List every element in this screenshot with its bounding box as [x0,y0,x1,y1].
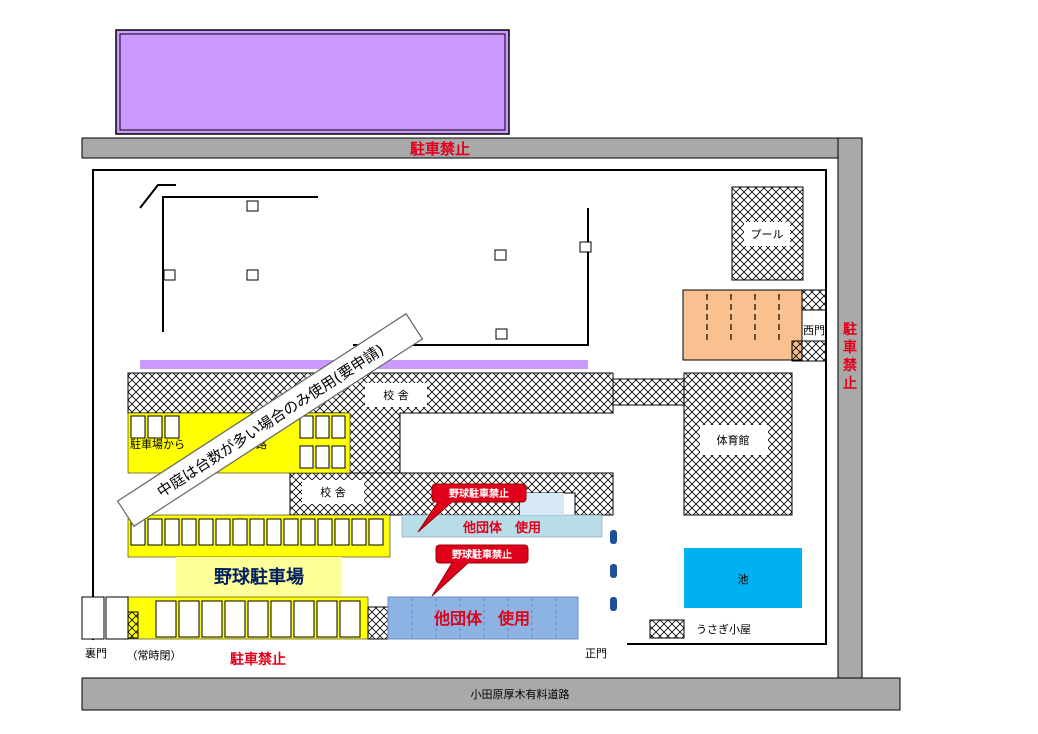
courtyard-stalls [130,415,346,469]
parking-stall [317,518,333,546]
no-parking-right-label: 駐 車 禁 止 [843,321,857,392]
parking-stall [164,415,180,439]
path-note-tail: 路 [256,438,267,451]
parking-stall [147,518,163,546]
other-group-label-2: 他団体 使用 [433,609,530,628]
callout-text-1: 野球駐車禁止 [449,487,509,500]
parking-stall [299,445,314,469]
parking-stall [299,415,314,439]
path-note-label: 駐車場から [130,437,185,451]
pool-label: プール [751,228,784,241]
parking-stall [147,415,163,439]
baseball-parking-box [176,557,342,597]
parking-stall [232,518,248,546]
rabbit-hut-label: うさぎ小屋 [696,622,751,636]
purple-area-top-inner [119,33,506,131]
other-group-zone-2 [387,596,579,640]
parking-stall [266,518,282,546]
callout-no-baseball-2: 野球駐車禁止 [431,544,529,597]
hatched-gate-post [367,606,389,640]
parking-stall [300,518,316,546]
pond-label: 池 [738,573,749,586]
parking-stall [224,600,246,638]
callout-text-2: 野球駐車禁止 [452,548,512,561]
parking-stall [155,600,177,638]
parking-stall [181,518,197,546]
orange-parking [682,289,803,361]
parking-stall [178,600,200,638]
parking-stall [283,518,299,546]
other-group-label-1: 他団体 使用 [462,520,541,536]
parking-stall [331,445,346,469]
purple-area-top [115,29,510,135]
bottom-road [81,677,901,711]
parking-stall [198,518,214,546]
parking-stall [201,600,223,638]
interior-lines [139,184,589,346]
traffic-cones [610,530,617,611]
site-boundary [92,169,827,645]
west-gate-label: 西門 [803,324,825,337]
parking-stall [130,415,146,439]
back-gate-label: 裏門 [85,646,107,660]
parking-stall [315,415,330,439]
gym-label: 体育館 [717,433,750,447]
parking-stall [351,518,367,546]
parking-stall [293,600,315,638]
parking-stall [247,600,269,638]
parking-stall [368,518,384,546]
svg-text:禁: 禁 [843,357,857,374]
svg-text:車: 車 [843,339,857,356]
always-closed-label: （常時閉） [127,649,182,662]
parking-stall [339,600,361,638]
parking-stall [331,415,346,439]
school-building-label-2: 校 舎 [320,485,346,499]
corridor [612,378,685,406]
parking-stall [334,518,350,546]
parking-stall [215,518,231,546]
no-parking-bottom-label: 駐車禁止 [230,651,286,668]
pillars [163,200,592,340]
main-gate-label: 正門 [585,647,607,660]
right-road [837,137,863,679]
row-stalls [130,518,384,546]
callout-no-baseball-1: 野球駐車禁止 [417,483,527,533]
parking-stall [316,600,338,638]
parking-stall [164,518,180,546]
baseball-parking-label: 野球駐車場 [214,566,304,588]
no-parking-top-label: 駐車禁止 [410,140,470,158]
svg-text:止: 止 [843,375,857,392]
rabbit-hut [649,619,685,639]
parking-stall [315,445,330,469]
road-label: 小田原厚木有料道路 [471,687,570,701]
school-building-label-1: 校 舎 [383,388,409,402]
pond [684,548,802,608]
svg-text:駐: 駐 [843,321,857,338]
parking-stall [249,518,265,546]
other-group-zone-1 [401,514,603,538]
parking-stall [270,600,292,638]
bottom-stalls [155,600,361,638]
